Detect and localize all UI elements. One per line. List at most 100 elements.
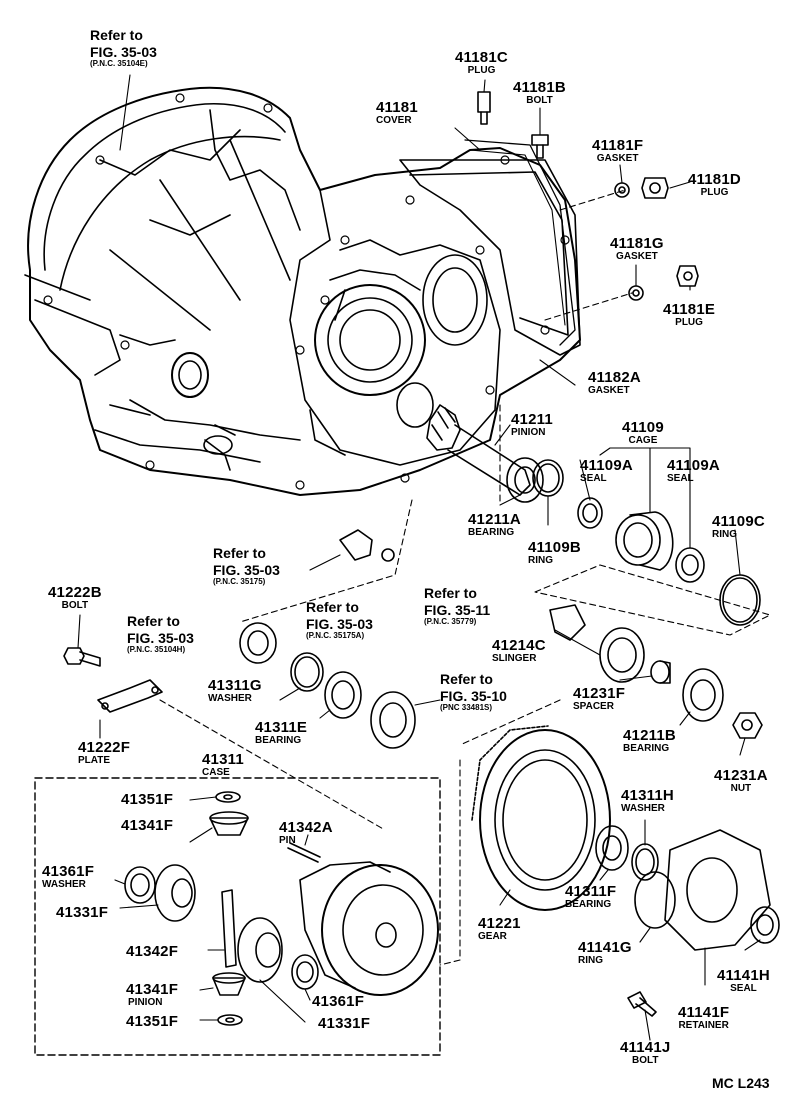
part-number: 41141H [717,967,770,984]
seal-ref4 [239,622,277,664]
plug-41181d [641,177,669,199]
ref1-refer: Refer to [90,27,143,43]
seal-41109a-left [577,497,603,529]
part-41141f: 41141F RETAINER [678,1005,729,1031]
ring-41141g [634,871,676,929]
part-41214c: 41214C SLINGER [492,638,546,664]
part-name: GEAR [478,931,507,942]
part-name: RING [578,955,603,966]
ring-41109c [719,574,761,626]
diagram-code: MC L243 [712,1075,770,1091]
part-number: 41211 [511,411,553,428]
washer-41311h [631,843,659,881]
part-number: 41181E [663,301,716,318]
plate-41222f [97,679,163,713]
part-number: 41311E [255,719,308,736]
part-name: PINION [128,997,163,1008]
ref6-label: Refer to FIG. 35-10 (PNC 33481S) [440,672,507,712]
part-41141h: 41141H SEAL [717,968,770,994]
part-name: PLUG [675,317,703,328]
cage-41109 [615,511,674,571]
ref4-pnc: (P.N.C. 35104H) [127,645,186,654]
part-41211: 41211 PINION [511,412,553,438]
part-number: 41342F [126,943,179,960]
part-name: SLINGER [492,653,537,664]
part-number: 41141J [620,1039,671,1056]
ref2-label: Refer to FIG. 35-03 (P.N.C. 35175) [213,546,280,586]
part-name: PINION [511,427,546,438]
bearing-41311e [324,671,362,719]
part-number: 41181 [376,99,418,116]
part-41109a-left: 41109A SEAL [580,458,633,484]
part-name: NUT [730,783,752,794]
part-41341f-top: 41341F [121,818,173,833]
part-name: PLUG [700,187,729,198]
part-number: 41181G [610,235,664,252]
part-number: 41181D [688,171,741,188]
bolt-41222b [63,647,101,667]
part-41342a: 41342A PIN [279,820,333,846]
part-number: 41361F [42,863,95,880]
side-gear-41331f-right [237,917,283,983]
ref5-label: Refer to FIG. 35-11 (P.N.C. 35779) [424,586,490,626]
part-number: 41361F [312,993,365,1010]
bearing-41311f [595,825,629,871]
part-number: 41109B [528,539,581,556]
part-name: PLUG [467,65,496,76]
part-41141j: 41141J BOLT [620,1040,670,1066]
part-41211a: 41211A BEARING [468,512,521,538]
part-number: 41181C [455,49,508,66]
part-number: 41231F [573,685,626,702]
washer-41351f-bottom [217,1014,243,1026]
part-41181b: 41181B BOLT [513,80,566,106]
part-name: SEAL [730,983,757,994]
part-number: 41109A [580,457,633,474]
part-name: RING [712,529,737,540]
part-number: 41311G [208,677,262,694]
part-41351f-top: 41351F [121,792,173,807]
part-number: 41222B [48,584,102,601]
part-41331f-left: 41331F [56,905,108,920]
part-41181f: 41181F GASKET [592,138,643,164]
plug-41181c [477,91,491,125]
part-number: 41109 [622,419,664,436]
part-41311g: 41311G WASHER [208,678,262,704]
part-41231f: 41231F SPACER [573,686,625,712]
part-name: WASHER [208,693,252,704]
part-41211b: 41211B BEARING [623,728,676,754]
part-number: 41311H [621,787,674,804]
sensor-gear-ref5 [549,604,586,641]
part-number: 41182A [588,369,641,386]
differential-case-41311 [299,861,439,996]
part-name: RETAINER [678,1020,729,1031]
part-41221: 41221 GEAR [478,916,521,942]
part-41181g: 41181G GASKET [610,236,664,262]
part-name: GASKET [588,385,630,396]
part-name: COVER [376,115,412,126]
speed-sensor-ref [339,529,395,562]
part-number: 41221 [478,915,521,932]
bolt-41181b [531,134,549,159]
part-number: 41181F [592,137,644,154]
ring-gear-41221 [471,725,611,911]
part-number: 41141F [678,1004,730,1021]
ring-41109b [532,459,564,497]
part-41181d: 41181D PLUG [688,172,741,198]
part-name: WASHER [42,879,86,890]
part-41341f-bottom: 41341F PINION [126,982,178,1008]
part-number: 41331F [318,1015,371,1032]
part-41311e: 41311E BEARING [255,720,307,746]
part-41222b: 41222B BOLT [48,585,102,611]
part-41311f: 41311F BEARING [565,884,616,910]
washer-41361f-left [124,866,156,904]
gasket-41181f [614,182,630,198]
part-name: BEARING [468,527,515,538]
washer-41351f-top [215,791,241,803]
differential-case-box [34,777,441,1056]
part-name: WASHER [621,803,665,814]
shaft-41342f [221,889,237,968]
ref3-refer: Refer to [306,599,359,615]
part-name: BOLT [61,600,89,611]
leader-lines [77,74,761,1041]
